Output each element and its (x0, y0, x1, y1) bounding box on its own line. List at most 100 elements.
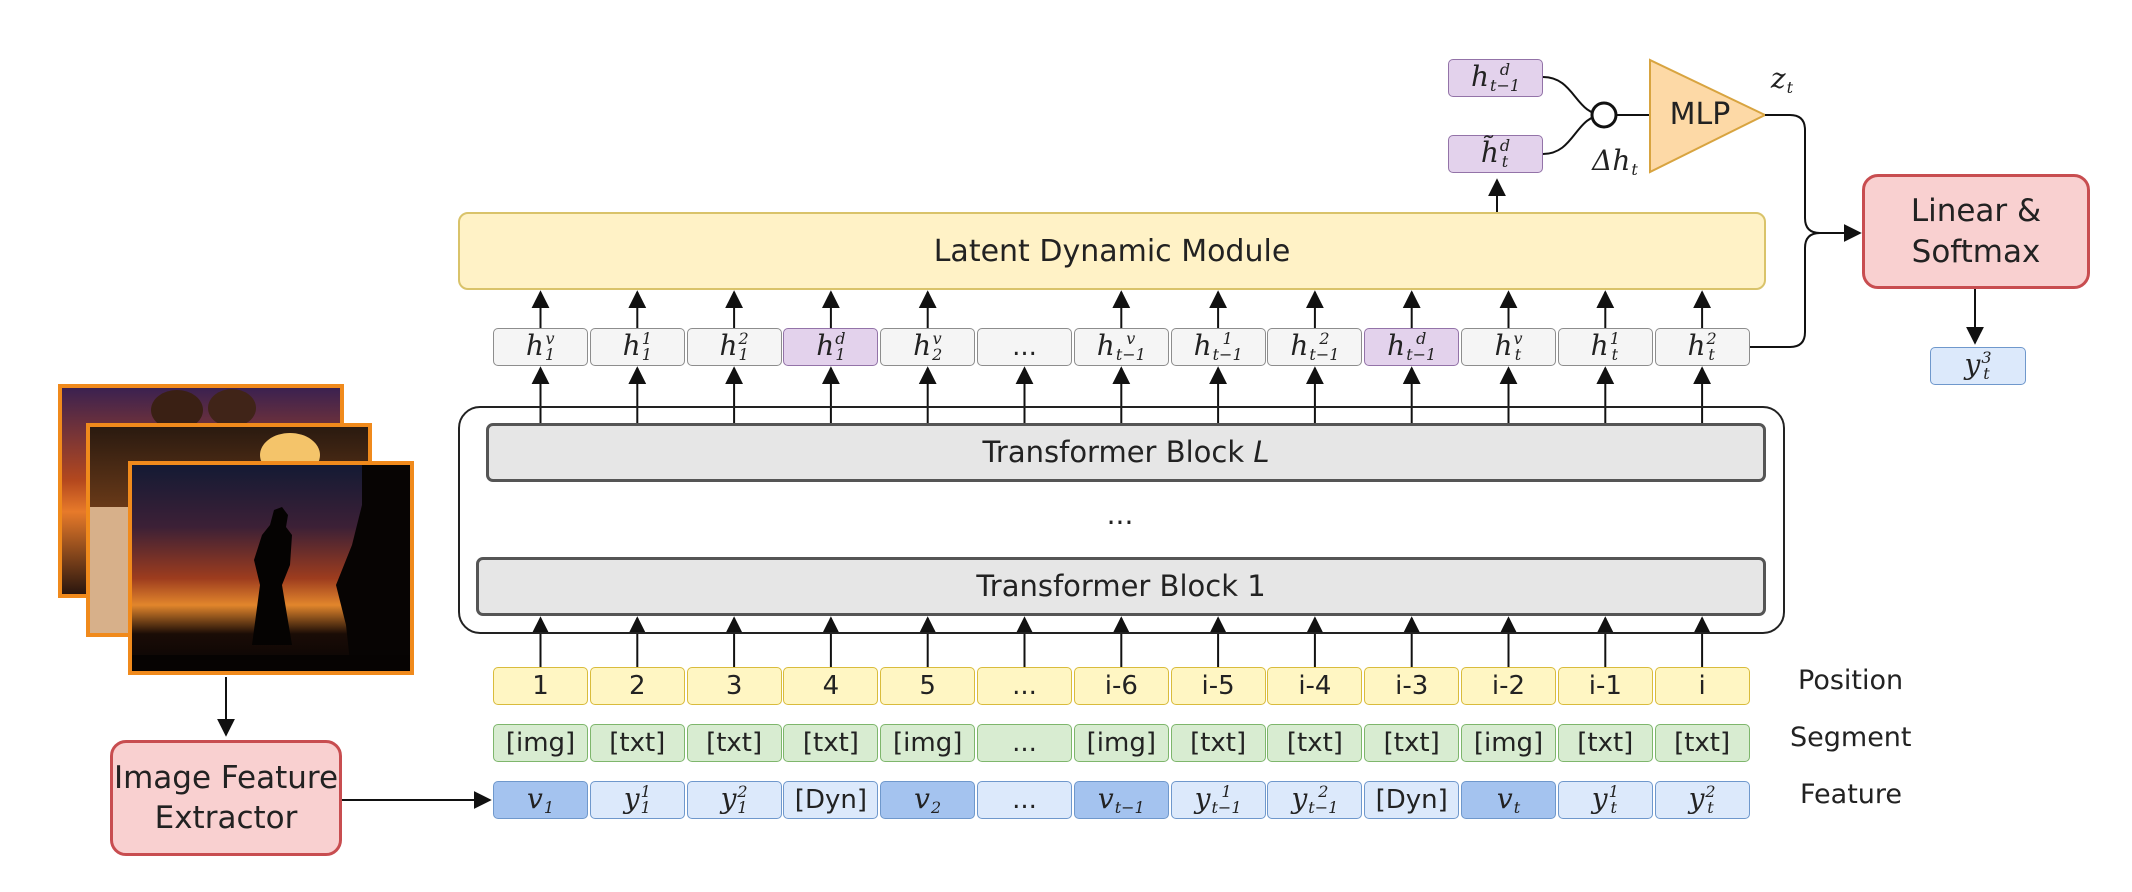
feature-token: v t−1 (1073, 781, 1169, 819)
math-sub: t (1514, 345, 1522, 365)
position-token: i-1 (1557, 667, 1653, 705)
math-sub: t (1513, 798, 1521, 818)
position-token: i (1654, 667, 1750, 705)
math-sub: 1 (738, 345, 749, 365)
math-base: y (623, 781, 640, 815)
position-token: 4 (783, 667, 879, 705)
math-sup: 1 (1609, 329, 1620, 349)
mlp-triangle (1649, 58, 1768, 174)
input-image-front (128, 461, 414, 675)
feature-token: [Dyn] (1364, 781, 1460, 819)
position-token: 3 (686, 667, 782, 705)
math-base: v (914, 781, 930, 815)
math-base: h (1590, 328, 1609, 362)
z-label: z t (1757, 58, 1807, 102)
math-sup: d (1416, 329, 1427, 349)
math-sup: 1 (1608, 782, 1619, 802)
transformer-block-L: Transformer Block L (486, 423, 1766, 482)
math-base: h (816, 328, 835, 362)
math-sub: 1 (640, 798, 651, 818)
position-label: Position (1798, 665, 1904, 696)
math-sub: t−1 (1212, 345, 1243, 365)
math-base: v (1097, 781, 1114, 815)
math-base: y (1964, 347, 1981, 381)
math-sup: 2 (1319, 329, 1330, 349)
math-sup: 1 (1222, 329, 1233, 349)
position-token: 5 (880, 667, 976, 705)
math-base: h (1470, 59, 1490, 93)
math-base: h (1193, 328, 1212, 362)
position-token: i-2 (1461, 667, 1556, 705)
transformer-stack-frame (458, 406, 1785, 634)
math-sup: v (1126, 329, 1136, 349)
difference-node (1590, 101, 1618, 129)
mlp-to-linear-arrow (1765, 114, 1862, 242)
math-base: h (1096, 328, 1115, 362)
feature-token: ... (977, 781, 1072, 819)
math-sup: 2 (1318, 782, 1329, 802)
math-base: y (1291, 781, 1308, 815)
image-feature-extractor: Image Feature Extractor (110, 740, 342, 856)
math-expression: z t (1771, 63, 1793, 97)
math-base: h (1687, 328, 1706, 362)
hidden-to-linear-line (1735, 232, 1821, 348)
segment-token: ... (977, 724, 1072, 762)
people-silhouette-icon (151, 389, 256, 430)
math-base: Δh (1592, 143, 1631, 177)
linear-softmax-line1: Linear & (1910, 193, 2042, 230)
linear-softmax-line2: Softmax (1911, 233, 2041, 270)
math-sub: t−1 (1211, 798, 1242, 818)
transformer-block-1: Transformer Block 1 (476, 557, 1766, 616)
math-base: h (719, 328, 738, 362)
position-token: i-4 (1267, 667, 1363, 705)
math-sup: 3 (1981, 348, 1992, 368)
math-base: h (1494, 328, 1513, 362)
math-sup: d (1499, 136, 1511, 156)
math-expression: v 2 (914, 781, 941, 817)
math-sub: t (1983, 364, 1990, 384)
math-sup: v (932, 329, 942, 349)
math-sub: t−1 (1406, 345, 1437, 365)
latent-dynamic-module: Latent Dynamic Module (458, 212, 1766, 290)
transformer-dots: ... (1106, 497, 1134, 531)
math-sub: t (1631, 160, 1638, 180)
segment-token: [txt] (1557, 724, 1653, 762)
position-token: 1 (493, 667, 588, 705)
position-token: i-3 (1364, 667, 1460, 705)
math-sub: t (1707, 798, 1714, 818)
segment-token: [txt] (1170, 724, 1266, 762)
transformer-block-L-prefix: Transformer Block (982, 434, 1254, 469)
segment-token: [img] (880, 724, 976, 762)
math-sup: v (545, 329, 555, 349)
math-sup: 1 (641, 329, 652, 349)
feature-token: v 1 (493, 781, 588, 819)
math-expression: Δh t (1592, 143, 1638, 180)
math-base: y (1591, 781, 1608, 815)
